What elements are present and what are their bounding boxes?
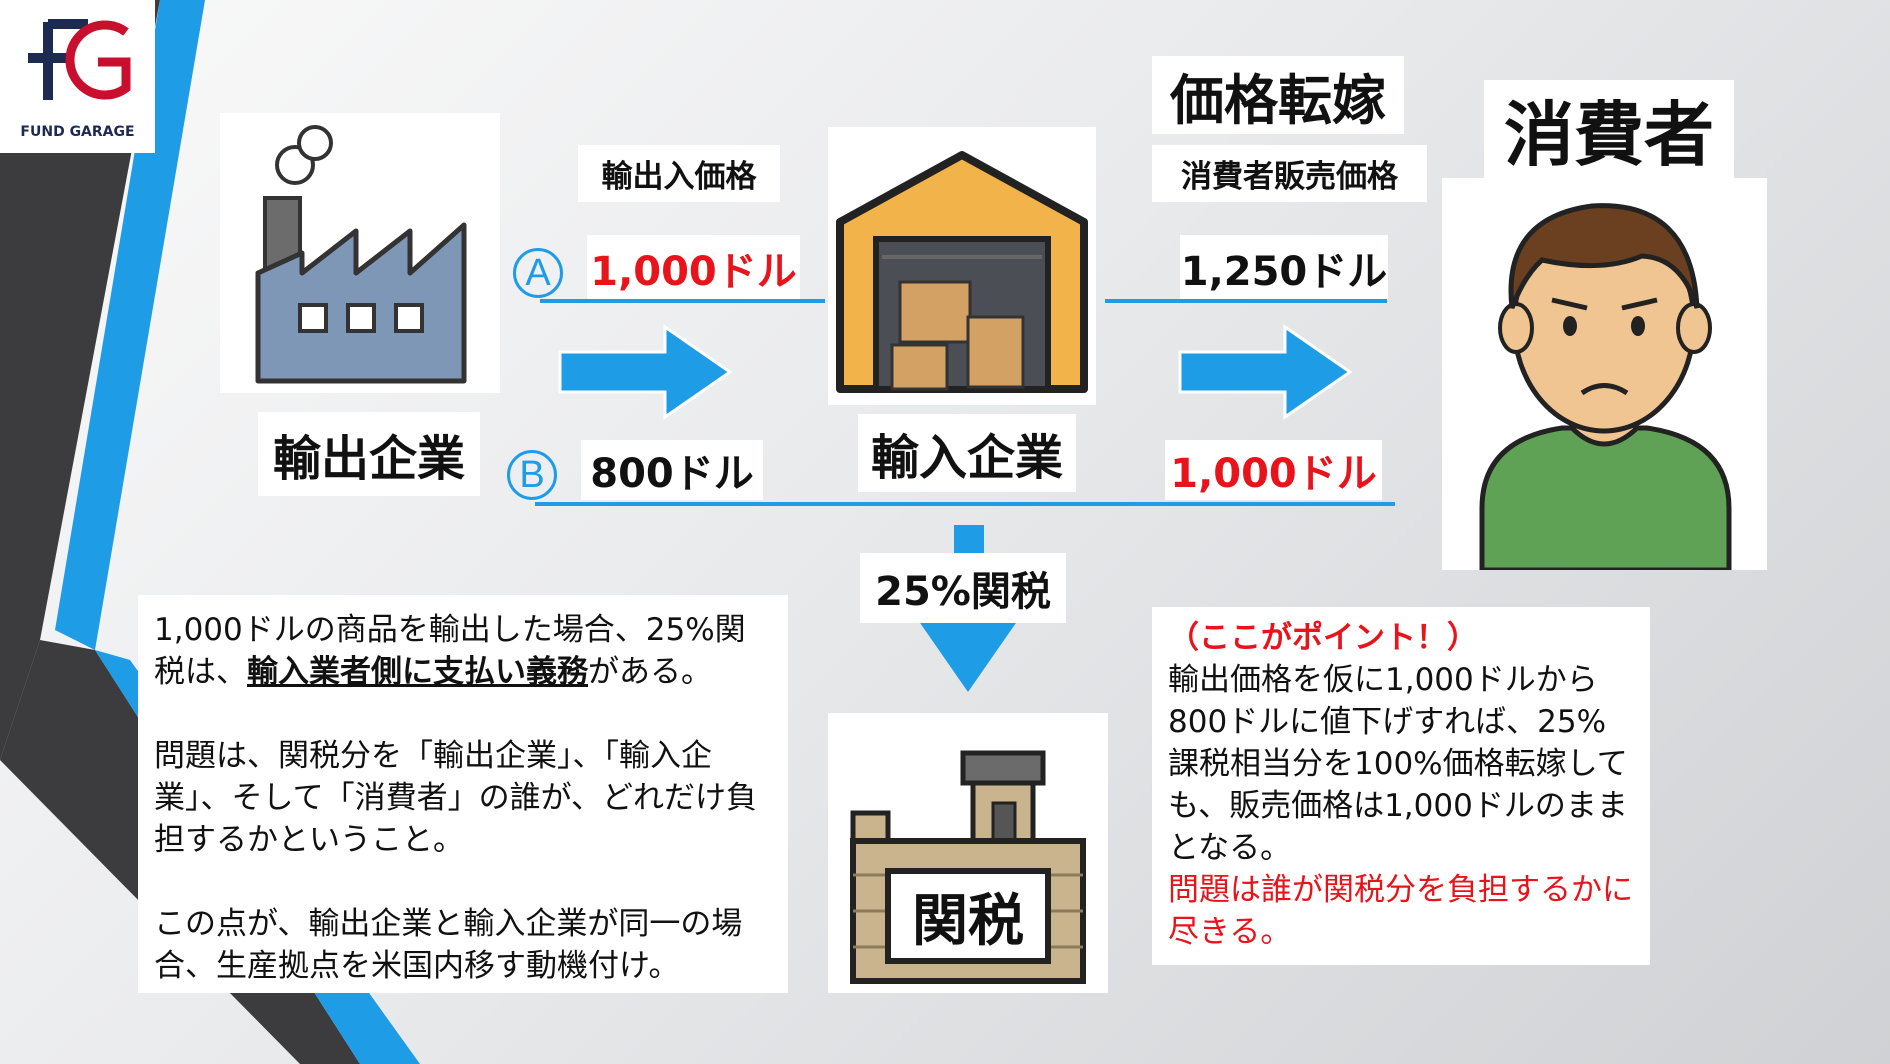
consumer-panel xyxy=(1442,178,1767,570)
scenario-b-import-price: 800ドル xyxy=(581,440,763,500)
importer-label: 輸入企業 xyxy=(858,414,1076,492)
point-body: 輸出価格を仮に1,000ドルから800ドルに値下げすれば、25%課税相当分を10… xyxy=(1168,662,1628,866)
scenario-b-line xyxy=(535,502,1395,506)
warehouse-panel xyxy=(828,127,1096,405)
explanation-paragraph-3: この点が、輸出企業と輸入企業が同一の場合、生産拠点を米国内移す動機付け。 xyxy=(154,906,743,984)
scenario-b-marker: B xyxy=(507,450,557,500)
customs-label: 関税 xyxy=(912,888,1024,954)
factory-panel xyxy=(220,113,500,393)
logo: FUND GARAGE xyxy=(0,0,155,153)
customs-building-icon xyxy=(850,750,1086,984)
tariff-label: 25%関税 xyxy=(860,553,1066,623)
explanation-paragraph-2: 問題は、関税分を「輸出企業」、「輸入企業」、そして「消費者」の誰が、どれだけ負担… xyxy=(154,738,757,858)
point-conclusion: 問題は誰が関税分を負担するかに尽きる。 xyxy=(1168,872,1633,950)
consumer-label: 消費者 xyxy=(1484,80,1734,178)
consumer-price-header: 消費者販売価格 xyxy=(1152,145,1427,202)
customs-panel: 関税 xyxy=(828,713,1108,993)
scenario-a-line-right xyxy=(1105,299,1387,303)
scenario-a-line-left xyxy=(540,299,825,303)
fg-logo-icon xyxy=(28,19,131,100)
warehouse-icon xyxy=(836,151,1088,393)
exporter-label: 輸出企業 xyxy=(258,412,480,496)
consumer-person-icon xyxy=(1479,203,1732,570)
arrow-right-icon xyxy=(1178,324,1353,420)
import-export-price-header: 輸出入価格 xyxy=(578,145,780,202)
explanation-paragraph-1: 1,000ドルの商品を輸出した場合、25%関税は、輸入業者側に支払い義務がある。 xyxy=(154,612,746,690)
price-pass-through-title: 価格転嫁 xyxy=(1152,56,1404,134)
arrow-right-icon xyxy=(558,324,733,420)
explanation-box: 1,000ドルの商品を輸出した場合、25%関税は、輸入業者側に支払い義務がある。… xyxy=(138,595,788,993)
scenario-a-consumer-price: 1,250ドル xyxy=(1180,235,1388,300)
scenario-a-import-price: 1,000ドル xyxy=(587,235,800,300)
point-box: （ここがポイント！） 輸出価格を仮に1,000ドルから800ドルに値下げすれば、… xyxy=(1152,607,1650,965)
logo-text: FUND GARAGE xyxy=(20,124,135,140)
factory-icon xyxy=(255,125,467,384)
scenario-a-marker: A xyxy=(513,248,563,298)
emphasis-importer-obligation: 輸入業者側に支払い義務 xyxy=(247,654,588,690)
scenario-b-consumer-price: 1,000ドル xyxy=(1165,440,1382,500)
point-heading: （ここがポイント！） xyxy=(1168,620,1478,656)
